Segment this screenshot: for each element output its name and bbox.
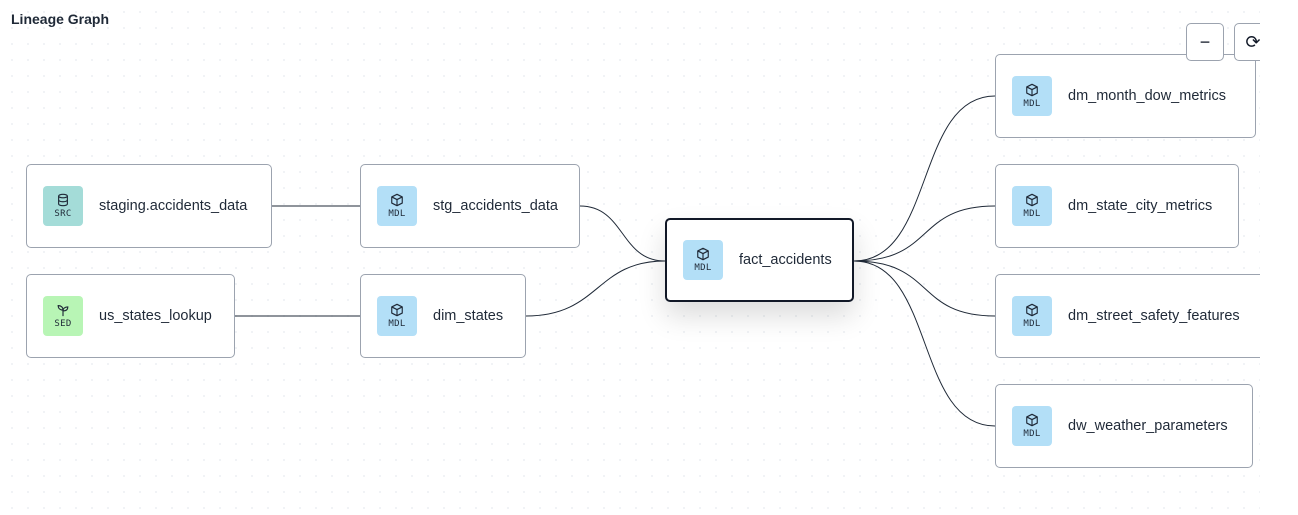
node-dm-state-city-metrics[interactable]: MDL dm_state_city_metrics [995, 164, 1239, 248]
cube-icon [1026, 413, 1038, 427]
edge-fact-to-street-safety [853, 260, 996, 317]
edges-layer [235, 95, 996, 427]
node-fact-accidents[interactable]: MDL fact_accidents [665, 218, 854, 302]
badge-mdl: MDL [1012, 76, 1052, 116]
badge-text: MDL [1023, 429, 1041, 439]
badge-sed: SED [43, 296, 83, 336]
badge-text: MDL [694, 263, 712, 273]
refresh-button[interactable]: ⟳ [1234, 23, 1260, 61]
page-title: Lineage Graph [11, 11, 110, 27]
badge-mdl: MDL [683, 240, 723, 280]
minus-icon: − [1199, 31, 1211, 52]
node-label: dm_month_dow_metrics [1068, 88, 1226, 104]
edge-fact-to-state-city [853, 205, 996, 262]
badge-src: SRC [43, 186, 83, 226]
badge-text: MDL [1023, 99, 1041, 109]
cube-icon [391, 303, 403, 317]
node-label: dw_weather_parameters [1068, 418, 1228, 434]
badge-mdl: MDL [1012, 406, 1052, 446]
edge-dim-states-to-fact [525, 260, 666, 317]
node-dm-month-dow-metrics[interactable]: MDL dm_month_dow_metrics [995, 54, 1256, 138]
badge-text: MDL [388, 209, 406, 219]
node-dim-states[interactable]: MDL dim_states [360, 274, 526, 358]
edge-stg-to-fact [579, 205, 666, 262]
refresh-icon: ⟳ [1245, 31, 1260, 52]
seedling-icon [57, 305, 69, 317]
graph-canvas[interactable]: SRC staging.accidents_data SED us_states… [0, 0, 1260, 515]
node-dm-street-safety-features[interactable]: MDL dm_street_safety_features [995, 274, 1260, 358]
badge-mdl: MDL [377, 296, 417, 336]
badge-mdl: MDL [1012, 186, 1052, 226]
badge-text: SED [54, 319, 72, 329]
cube-icon [697, 247, 709, 261]
database-icon [58, 193, 68, 207]
badge-text: MDL [1023, 319, 1041, 329]
cube-icon [1026, 83, 1038, 97]
node-label: fact_accidents [739, 252, 832, 268]
cube-icon [1026, 193, 1038, 207]
node-label: us_states_lookup [99, 308, 212, 324]
cube-icon [391, 193, 403, 207]
badge-text: MDL [388, 319, 406, 329]
edge-fact-to-weather [853, 260, 996, 427]
cube-icon [1026, 303, 1038, 317]
badge-mdl: MDL [377, 186, 417, 226]
badge-text: MDL [1023, 209, 1041, 219]
badge-mdl: MDL [1012, 296, 1052, 336]
node-label: dim_states [433, 308, 504, 324]
node-us-states-lookup[interactable]: SED us_states_lookup [26, 274, 235, 358]
zoom-out-button[interactable]: − [1186, 23, 1224, 61]
node-label: dm_street_safety_features [1068, 308, 1240, 324]
node-dw-weather-parameters[interactable]: MDL dw_weather_parameters [995, 384, 1253, 468]
node-label: dm_state_city_metrics [1068, 198, 1213, 214]
node-label: staging.accidents_data [99, 198, 248, 214]
node-stg-accidents-data[interactable]: MDL stg_accidents_data [360, 164, 580, 248]
badge-text: SRC [54, 209, 72, 219]
edge-fact-to-month-dow [853, 95, 996, 262]
node-label: stg_accidents_data [433, 198, 558, 214]
node-staging-accidents-data[interactable]: SRC staging.accidents_data [26, 164, 272, 248]
